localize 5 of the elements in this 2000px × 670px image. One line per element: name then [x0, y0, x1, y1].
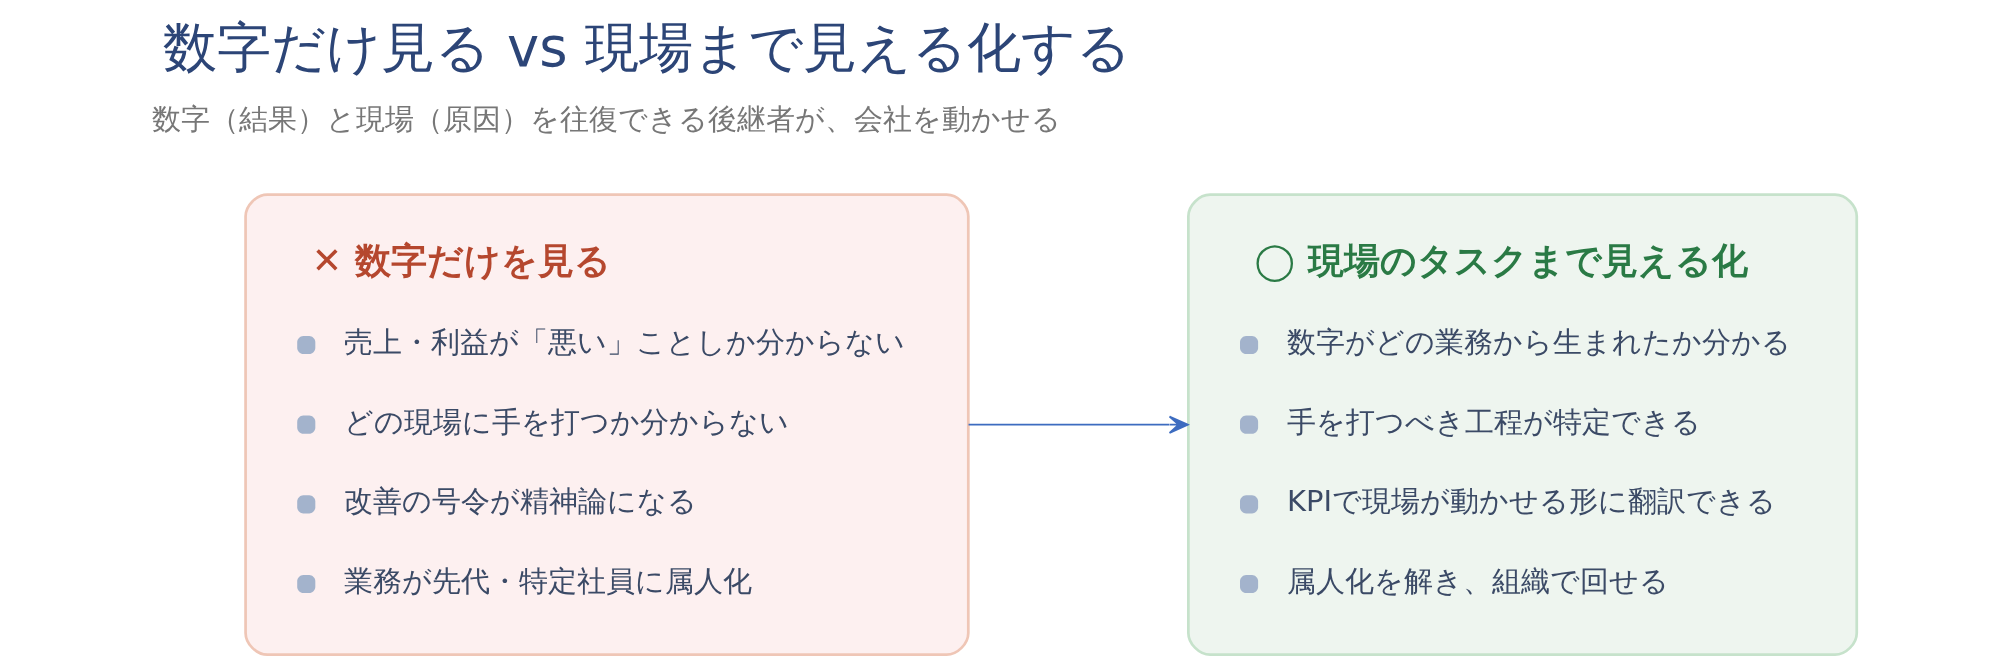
diagram-title: 数字だけ見る vs 現場まで見える化する: [162, 16, 1131, 80]
node-box: ◯ 現場のタスクまで見える化 数字がどの業務から生まれたか分かる 手を打つべき工程が特定できる KPIで現場が動かせる形に翻訳できる 属人化を解き、組織で回せる: [1187, 193, 1859, 657]
node-box: ✕ 数字だけを見る 売上・利益が「悪い」ことしか分からない どの現場に手を打つか分からない 改善の号令が精神論になる 業務が先代・特定社員に属人化: [244, 193, 970, 657]
arrow: [967, 415, 1189, 434]
label: 数字（結果）と現場（原因）を往復できる後継者が、会社を動かせる: [152, 102, 1062, 137]
